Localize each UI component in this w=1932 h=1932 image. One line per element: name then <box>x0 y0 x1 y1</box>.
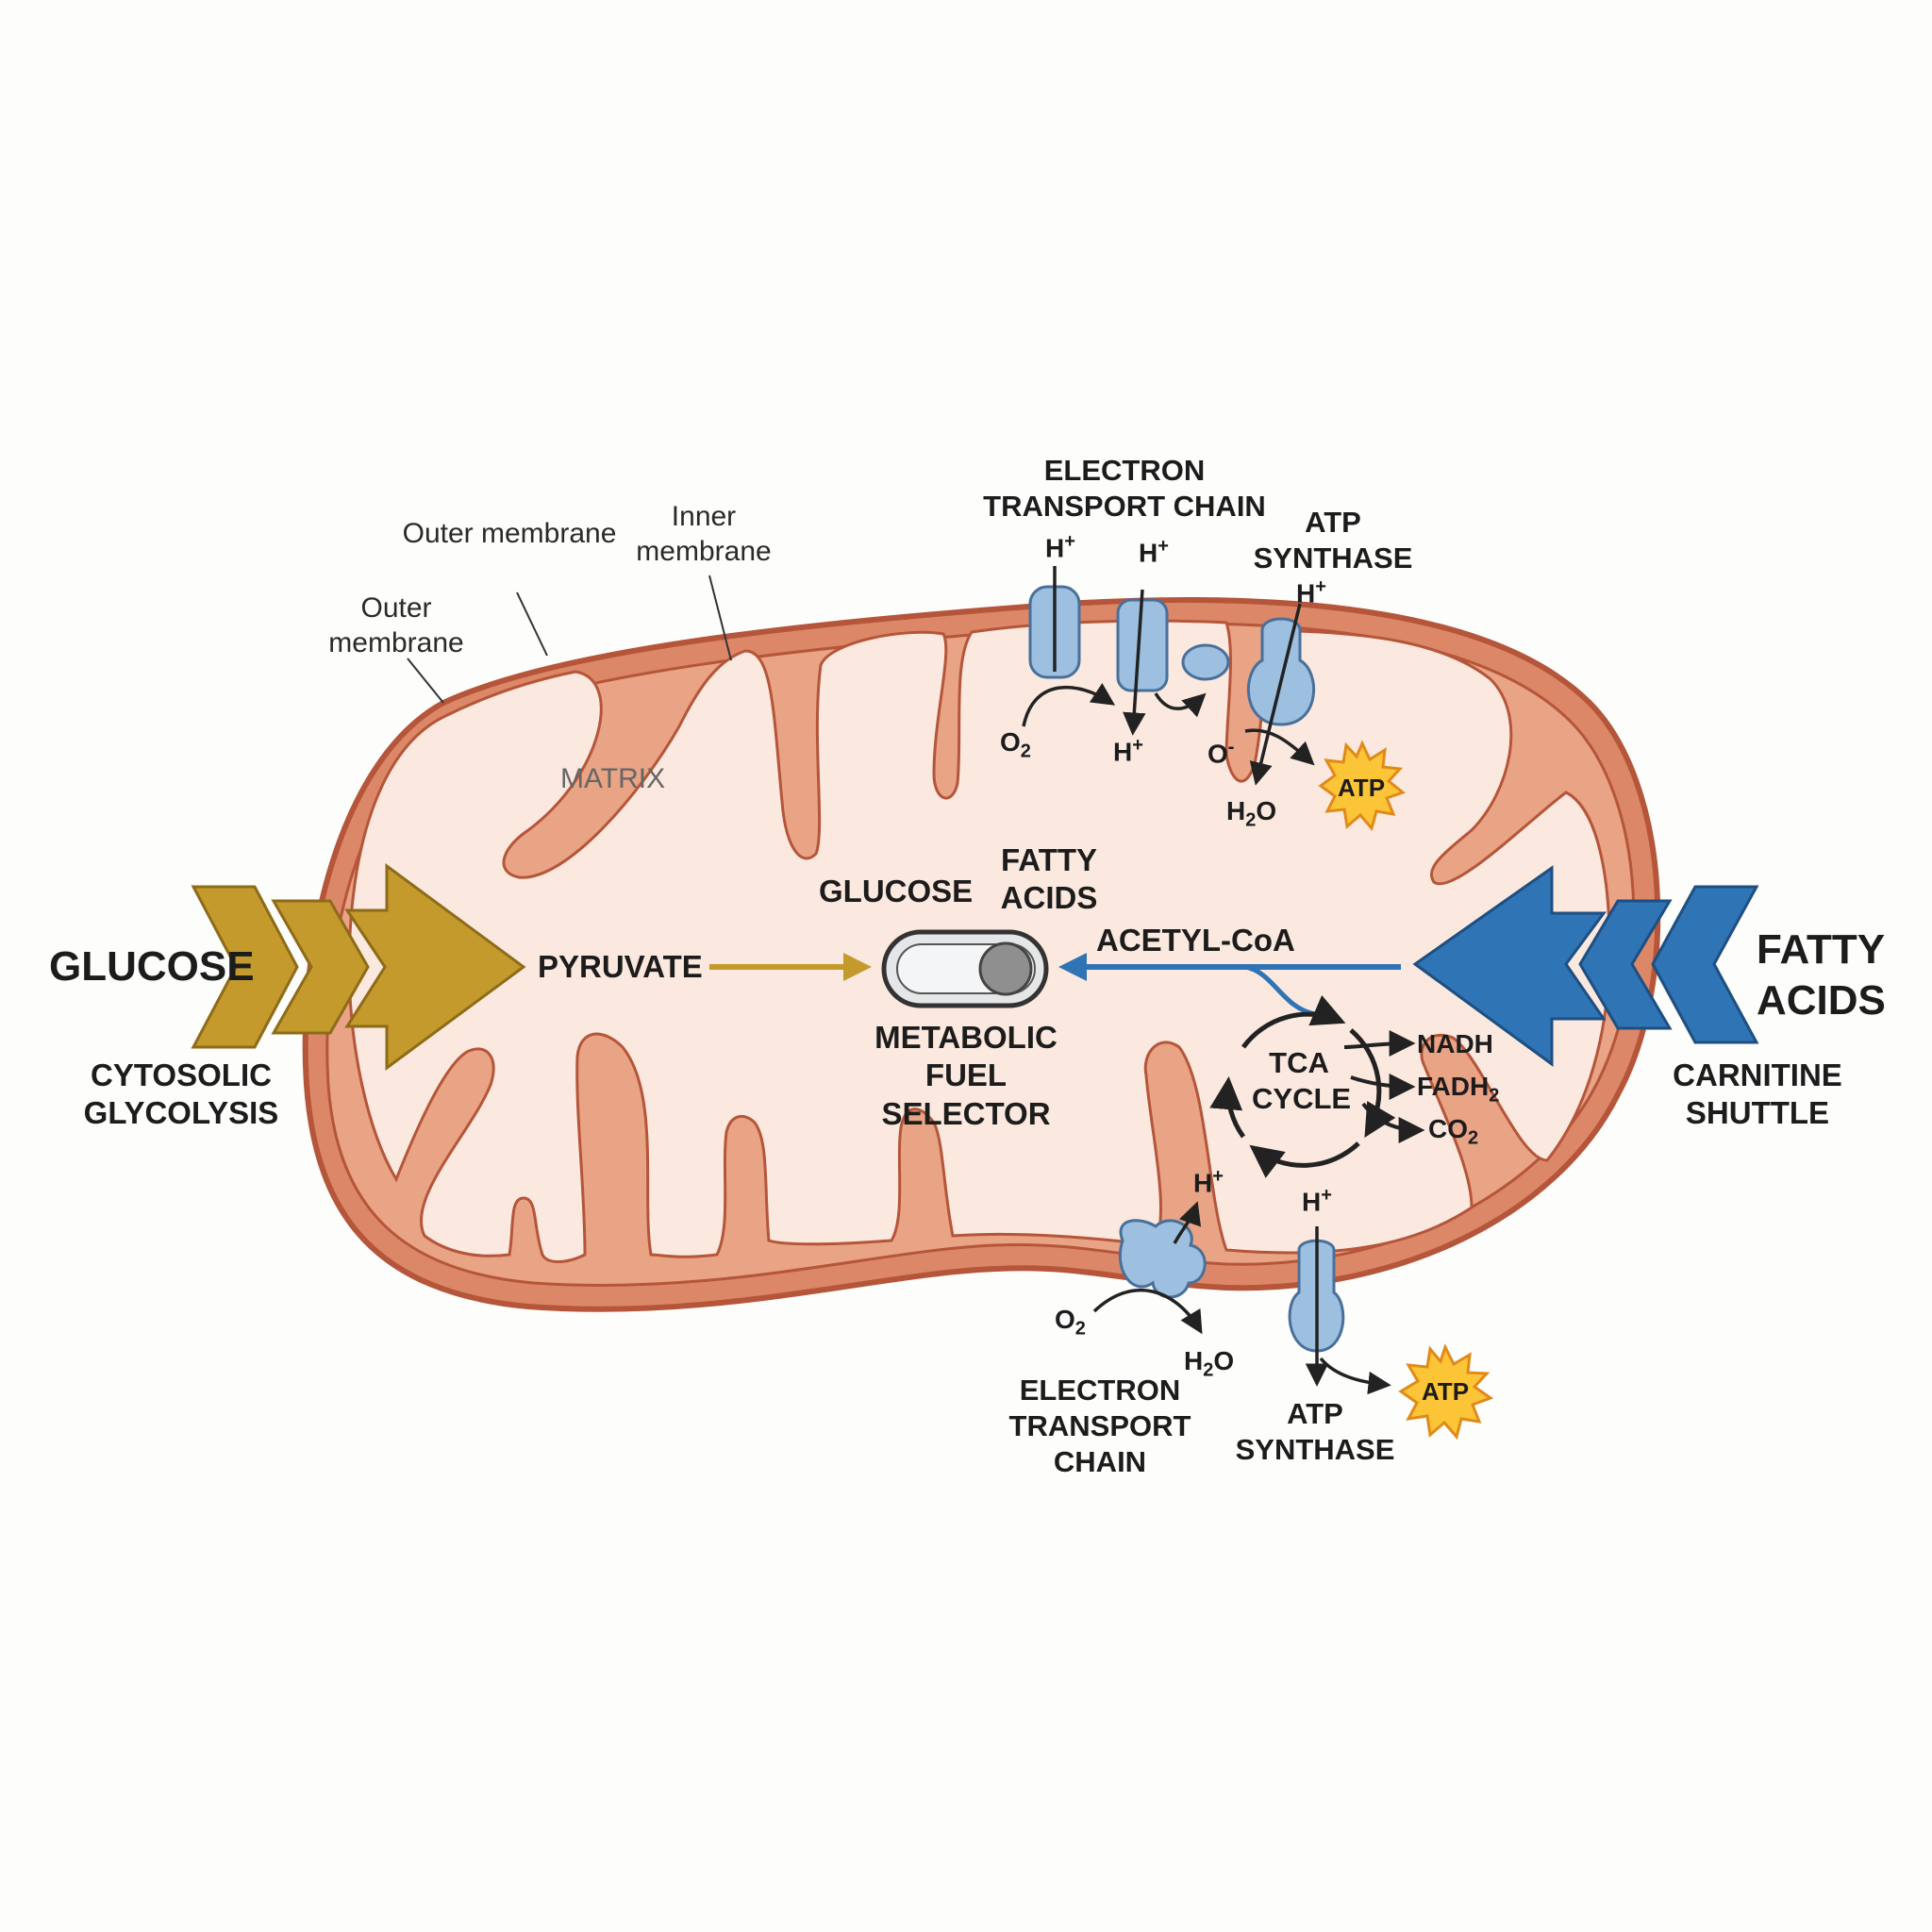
label-outer-membrane-a: Outer membrane <box>402 518 617 549</box>
label-atp-bottom: ATP <box>1421 1377 1470 1407</box>
tca-cycle <box>1209 994 1396 1178</box>
atp-synthase-top <box>1244 603 1316 786</box>
label-acetyl-coa: ACETYL-CoA <box>1096 923 1295 958</box>
etc-top-arrows <box>1022 566 1207 736</box>
atp-synthase-bottom <box>1288 1226 1391 1395</box>
fuel-selector-toggle[interactable] <box>881 929 1049 1008</box>
label-o2-top: O2 <box>1000 727 1031 762</box>
label-inner-membrane: Inner membrane <box>636 501 772 567</box>
selector-option-fatty-acids[interactable]: FATTY ACIDS <box>1000 842 1098 916</box>
label-h2o-top: H2O <box>1226 796 1277 831</box>
label-h-plus-3: H+ <box>1296 576 1326 608</box>
label-h-plus-1: H+ <box>1045 531 1075 563</box>
label-nadh: NADH <box>1417 1029 1493 1058</box>
acetyl-coa-branch <box>1244 964 1317 1017</box>
label-cytosolic-glycolysis: CYTOSOLIC GLYCOLYSIS <box>83 1058 279 1131</box>
label-outer-membrane-b: Outer membrane <box>328 592 464 658</box>
label-metabolic-fuel-selector: METABOLIC FUEL SELECTOR <box>874 1020 1058 1131</box>
selector-option-glucose[interactable]: GLUCOSE <box>819 874 974 908</box>
fatty-acids-arrow <box>1412 865 1759 1067</box>
atp-star-bottom <box>1398 1343 1494 1441</box>
label-h-plus-5: H+ <box>1193 1166 1224 1198</box>
label-h-plus-6: H+ <box>1302 1185 1332 1217</box>
label-atp-synthase-bottom: ATP SYNTHASE <box>1235 1397 1395 1466</box>
leader-outer-membrane-a <box>516 591 548 657</box>
glucose-arrow <box>191 863 526 1071</box>
label-pyruvate: PYRUVATE <box>538 949 703 984</box>
label-atp-top: ATP <box>1337 774 1386 803</box>
label-glucose-input: GLUCOSE <box>49 943 255 990</box>
label-matrix: MATRIX <box>560 763 666 794</box>
label-tca-cycle: TCA CYCLE <box>1252 1046 1352 1115</box>
label-carnitine-shuttle: CARNITINE SHUTTLE <box>1673 1058 1842 1131</box>
label-fatty-acids-input: FATTY ACIDS <box>1757 926 1886 1024</box>
label-etc-bottom: ELECTRON TRANSPORT CHAIN <box>1008 1374 1191 1478</box>
atp-star-top <box>1318 740 1407 832</box>
label-h-plus-4: H+ <box>1113 735 1143 767</box>
leader-outer-membrane-b <box>407 658 444 704</box>
label-h-plus-2: H+ <box>1139 536 1169 568</box>
leader-inner-membrane <box>708 575 732 661</box>
tca-outputs <box>1343 1030 1425 1143</box>
etc-complex-bottom <box>1092 1201 1207 1335</box>
label-co2: CO2 <box>1428 1114 1479 1149</box>
label-h2o-bottom: H2O <box>1184 1346 1235 1381</box>
label-o2-bottom: O2 <box>1055 1305 1086 1340</box>
label-etc-top: ELECTRON TRANSPORT CHAIN <box>983 454 1266 523</box>
label-atp-synthase-top: ATP SYNTHASE <box>1253 506 1413 575</box>
toggle-knob[interactable] <box>978 941 1033 996</box>
label-fadh2: FADH2 <box>1417 1072 1500 1107</box>
label-o-minus: O- <box>1208 737 1235 769</box>
